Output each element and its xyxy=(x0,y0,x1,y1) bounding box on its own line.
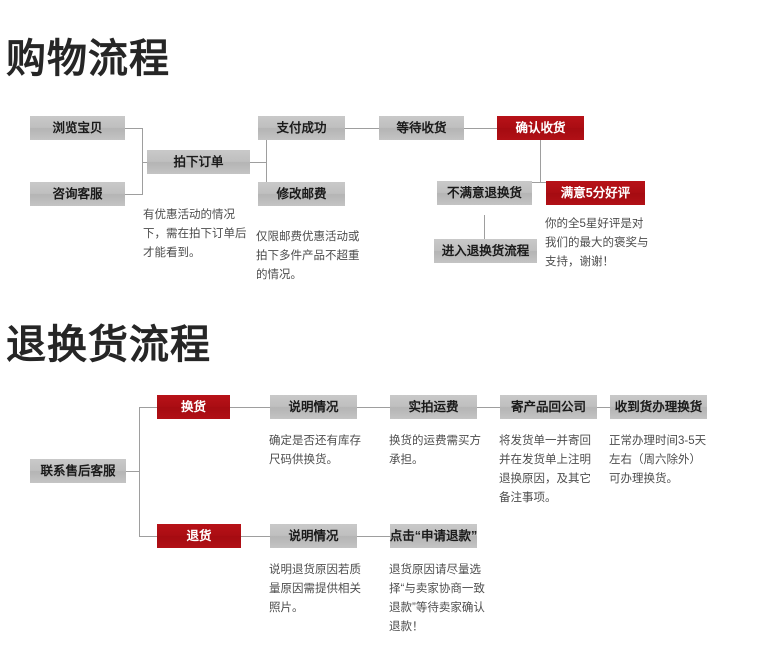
connector-explain-to-apply-refund xyxy=(357,536,390,537)
connector-explain-to-shipping xyxy=(357,407,390,408)
flow-box-enter-return-flow[interactable]: 进入退换货流程 xyxy=(434,239,537,263)
note-send-back: 将发货单一并寄回并在发货单上注明退换原因，及其它备注事项。 xyxy=(499,435,591,504)
connector-left-bracket-vertical xyxy=(142,128,143,195)
connector-unsatisfied-to-enter-flow xyxy=(484,215,485,240)
connector-browse-to-bracket xyxy=(125,128,143,129)
note-received-process: 正常办理时间3-5天左右（周六除外）可办理换货。 xyxy=(609,435,707,485)
connector-right-bracket-vertical xyxy=(266,128,267,195)
connector-bracket-to-place-order xyxy=(142,162,148,163)
flow-box-apply-refund[interactable]: 点击“申请退款” xyxy=(390,524,477,548)
note-exchange-shipping: 换货的运费需买方承担。 xyxy=(389,435,481,466)
flow-box-exchange-explain[interactable]: 说明情况 xyxy=(270,395,357,419)
page-title-return-flow: 退换货流程 xyxy=(6,323,211,367)
note-modify-shipping: 仅限邮费优惠活动或拍下多件产品不超重的情况。 xyxy=(256,231,360,281)
flow-box-received-process[interactable]: 收到货办理换货 xyxy=(610,395,707,419)
flow-box-satisfied-review[interactable]: 满意5分好评 xyxy=(546,181,645,205)
note-apply-refund: 退货原因请尽量选择“与卖家协商一致退款”等待卖家确认退款！ xyxy=(389,564,485,633)
flow-box-browse-item[interactable]: 浏览宝贝 xyxy=(30,116,125,140)
connector-confirm-branch-horizontal xyxy=(484,182,597,183)
page-title-shopping-flow: 购物流程 xyxy=(6,37,170,81)
flow-box-consult-service[interactable]: 咨询客服 xyxy=(30,182,125,206)
flow-box-await-delivery[interactable]: 等待收货 xyxy=(379,116,464,140)
flow-box-unsatisfied-return[interactable]: 不满意退换货 xyxy=(437,181,532,205)
flow-box-place-order[interactable]: 拍下订单 xyxy=(147,150,250,174)
note-refund-explain: 说明退货原因若质量原因需提供相关照片。 xyxy=(269,564,361,614)
connector-shipping-to-sendback xyxy=(477,407,500,408)
connector-confirm-down xyxy=(540,140,541,183)
flow-box-modify-shipping[interactable]: 修改邮费 xyxy=(258,182,345,206)
connector-contact-to-bracket xyxy=(126,471,140,472)
connector-place-order-to-bracket xyxy=(250,162,267,163)
flow-box-send-back[interactable]: 寄产品回公司 xyxy=(500,395,597,419)
connector-bracket-to-refund xyxy=(139,536,157,537)
connector-await-to-confirm xyxy=(463,128,497,129)
flow-box-confirm-receipt[interactable]: 确认收货 xyxy=(497,116,584,140)
flow-box-contact-aftersales[interactable]: 联系售后客服 xyxy=(30,459,126,483)
note-satisfied-review: 你的全5星好评是对我们的最大的褒奖与支持，谢谢！ xyxy=(545,218,649,268)
flow-box-refund-explain[interactable]: 说明情况 xyxy=(270,524,357,548)
flow-box-payment-success[interactable]: 支付成功 xyxy=(258,116,345,140)
flow-box-exchange-shipping[interactable]: 实拍运费 xyxy=(390,395,477,419)
flow-box-refund[interactable]: 退货 xyxy=(157,524,241,548)
connector-refund-to-explain xyxy=(241,536,270,537)
connector-return-bracket-vertical xyxy=(139,407,140,537)
connector-bracket-to-exchange xyxy=(139,407,157,408)
connector-exchange-to-explain xyxy=(230,407,270,408)
note-exchange-explain: 确定是否还有库存尺码供换货。 xyxy=(269,435,361,466)
note-place-order: 有优惠活动的情况下，需在拍下订单后才能看到。 xyxy=(143,209,247,259)
connector-payment-to-await xyxy=(345,128,380,129)
flow-box-exchange[interactable]: 换货 xyxy=(157,395,230,419)
connector-sendback-to-received xyxy=(597,407,610,408)
connector-consult-to-bracket xyxy=(125,194,143,195)
